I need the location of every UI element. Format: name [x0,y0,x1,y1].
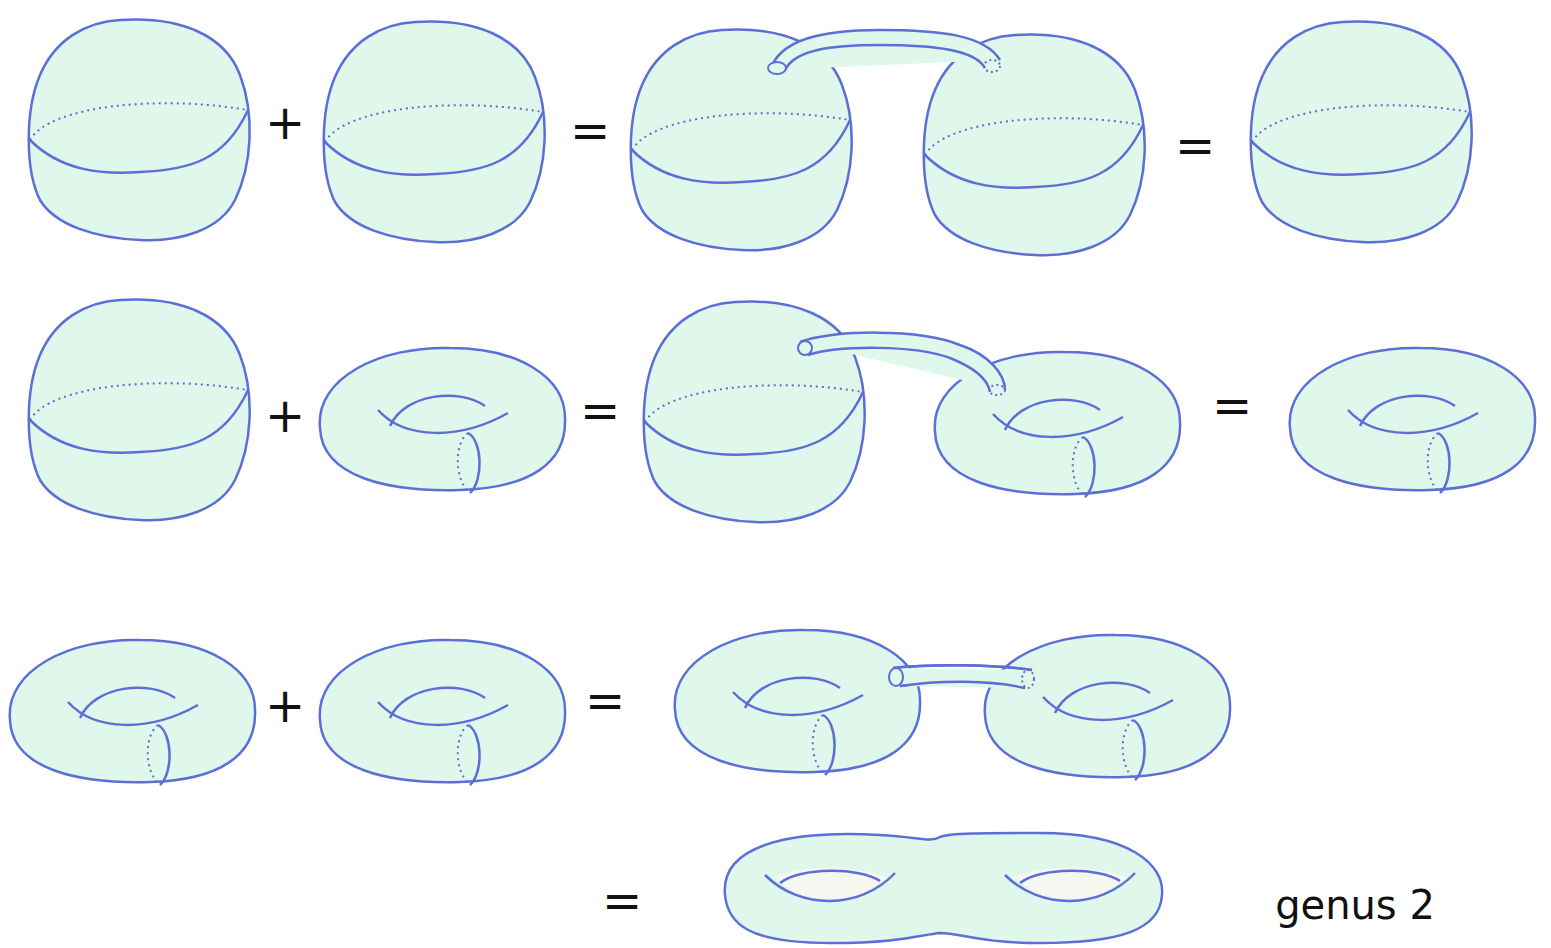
equals-sign: = [570,106,610,154]
equals-sign: = [580,386,620,434]
plus-sign: + [265,98,305,146]
equals-sign: = [1175,121,1215,169]
surface-caption: genus 2 [1275,885,1435,925]
equals-sign: = [585,676,625,724]
plus-sign: + [265,391,305,439]
equals-sign: = [1212,381,1252,429]
equals-sign: = [602,876,642,924]
plus-sign: + [265,681,305,729]
